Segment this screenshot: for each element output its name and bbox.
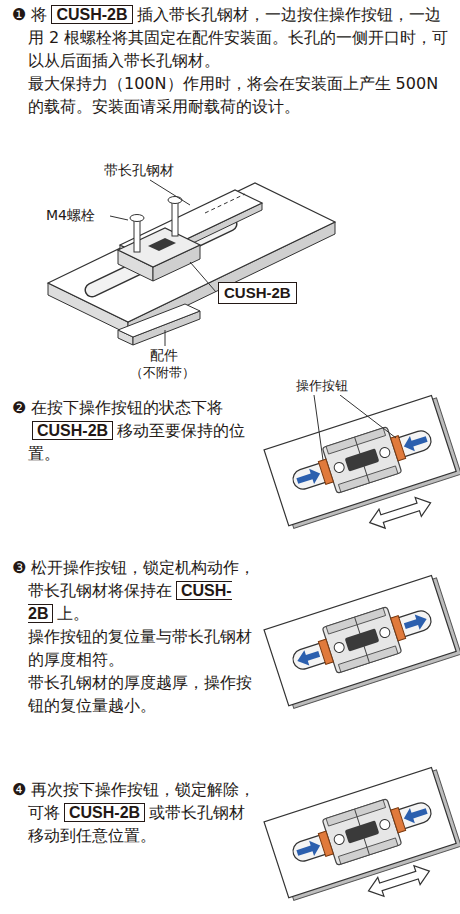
model-name-box: CUSH-2B [218, 282, 297, 304]
model-name-box: CUSH-2B [51, 5, 132, 24]
instruction-text: ❶ 将 [12, 5, 47, 24]
instruction-text: ❷ 在按下操作按钮的状态下将 [12, 398, 223, 417]
figure-2 [264, 394, 460, 556]
part-label: 带长孔钢材 [104, 161, 174, 179]
step-text: ❸ 松开操作按钮，锁定机构动作，带长孔钢材将保持在CUSH-2B上。操作按钮的复… [6, 556, 260, 717]
step-text: ❹ 再次按下操作按钮，锁定解除，可将CUSH-2B或带长孔钢材移动到任意位置。 [6, 778, 256, 847]
instruction-text: 最大保持力（100N）作用时，将会在安装面上产生 500N 的载荷。安装面请采用… [28, 72, 456, 118]
leader-line [314, 395, 323, 460]
figure-3 [264, 574, 460, 710]
step-text: ❷ 在按下操作按钮的状态下将CUSH-2B移动至要保持的位置。 [6, 396, 252, 465]
step-text: ❶ 将CUSH-2B插入带长孔钢材，一边按住操作按钮，一边用 2 根螺栓将其固定… [6, 3, 456, 118]
instruction-text: 上。 [57, 604, 89, 623]
model-name-box: CUSH-2B [32, 421, 113, 440]
instruction-text: 带长孔钢材的厚度越厚，操作按钮的复位量越小。 [28, 671, 260, 717]
model-name-box: CUSH-2B [64, 803, 145, 822]
figure-1 [48, 180, 335, 346]
part-label: 配件 [150, 346, 178, 364]
part-label: 操作按钮 [296, 377, 348, 395]
part-label: M4螺栓 [46, 206, 95, 224]
instruction-text: 操作按钮的复位量与带长孔钢材的厚度相符。 [28, 625, 260, 671]
part-label: （不附带） [130, 364, 195, 382]
figure-4 [264, 766, 460, 914]
leader-line [340, 395, 396, 438]
